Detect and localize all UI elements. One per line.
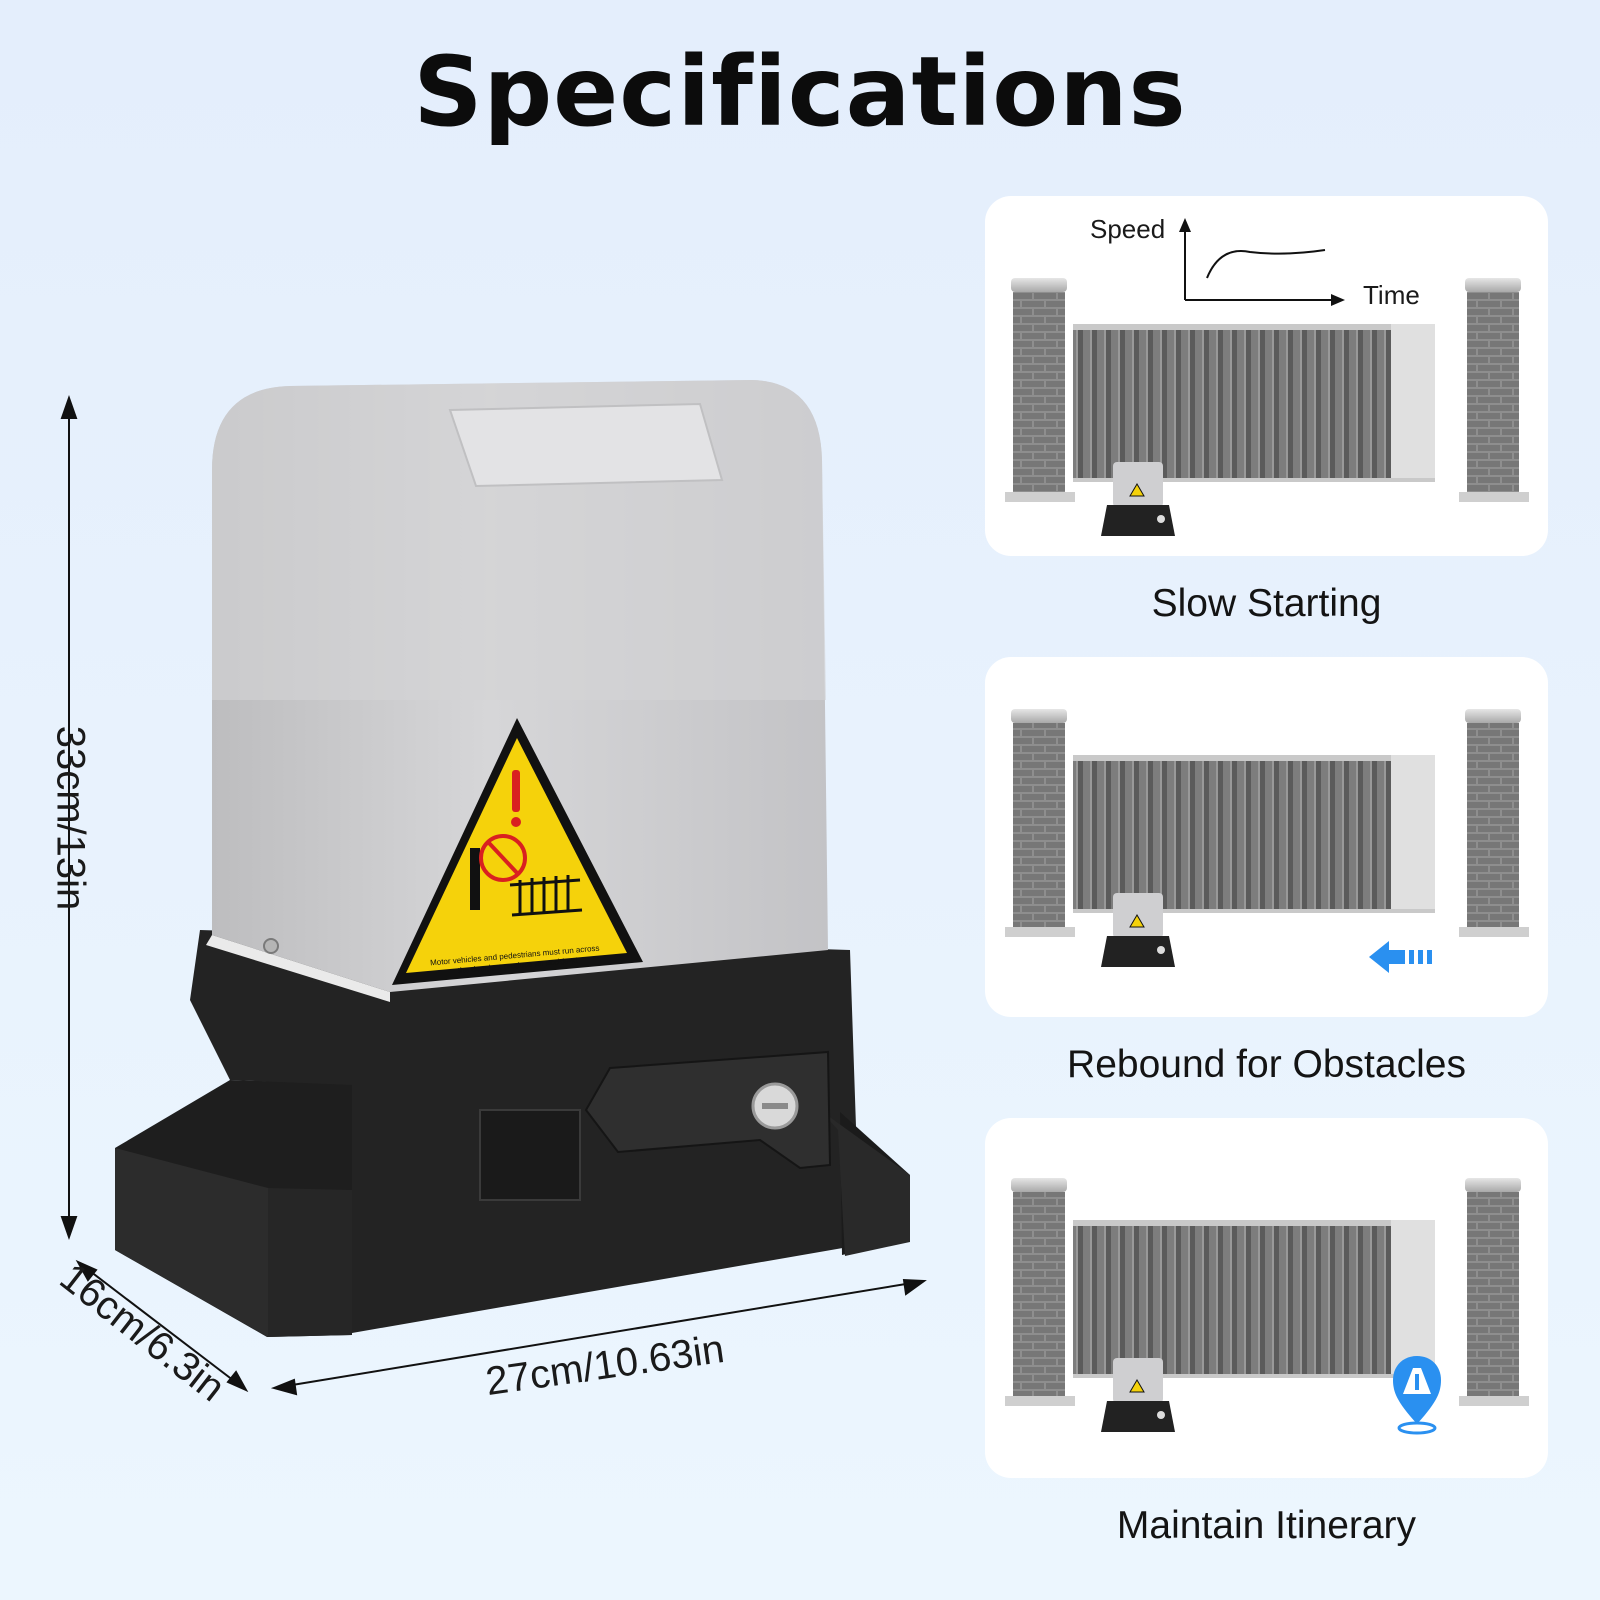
gate-motor-illustration: Motor vehicles and pedestrians must run … bbox=[60, 380, 927, 1396]
feature-card-slow-starting: Speed Time bbox=[985, 196, 1548, 556]
height-dimension-label: 33cm/13in bbox=[48, 725, 93, 911]
right-pillar bbox=[1459, 278, 1529, 502]
feature-card-maintain-itinerary bbox=[985, 1118, 1548, 1478]
height-arrow bbox=[60, 394, 78, 1241]
left-pillar bbox=[1005, 278, 1075, 502]
right-pillar bbox=[1459, 709, 1529, 937]
speed-axis-label: Speed bbox=[1090, 214, 1166, 244]
width-arrow bbox=[270, 1278, 927, 1396]
warning-sign-icon: Motor vehicles and pedestrians must run … bbox=[392, 718, 643, 985]
page-title: Specifications bbox=[413, 36, 1187, 148]
feature-caption-slow-starting: Slow Starting bbox=[1151, 582, 1382, 625]
feature-caption-maintain-itinerary: Maintain Itinerary bbox=[1116, 1504, 1417, 1547]
speed-curve-icon bbox=[1179, 218, 1345, 306]
feature-card-rebound bbox=[985, 657, 1548, 1017]
left-pillar bbox=[1005, 1178, 1075, 1406]
arrow-left-icon bbox=[1369, 941, 1432, 973]
left-pillar bbox=[1005, 709, 1075, 937]
feature-caption-rebound: Rebound for Obstacles bbox=[1067, 1043, 1466, 1086]
motor-icon bbox=[1101, 462, 1175, 536]
motor-icon bbox=[1101, 893, 1175, 967]
right-pillar bbox=[1459, 1178, 1529, 1406]
motor-icon bbox=[1101, 1358, 1175, 1432]
location-pin-icon bbox=[1393, 1356, 1441, 1435]
depth-arrow bbox=[75, 1259, 249, 1393]
time-axis-label: Time bbox=[1363, 280, 1420, 310]
